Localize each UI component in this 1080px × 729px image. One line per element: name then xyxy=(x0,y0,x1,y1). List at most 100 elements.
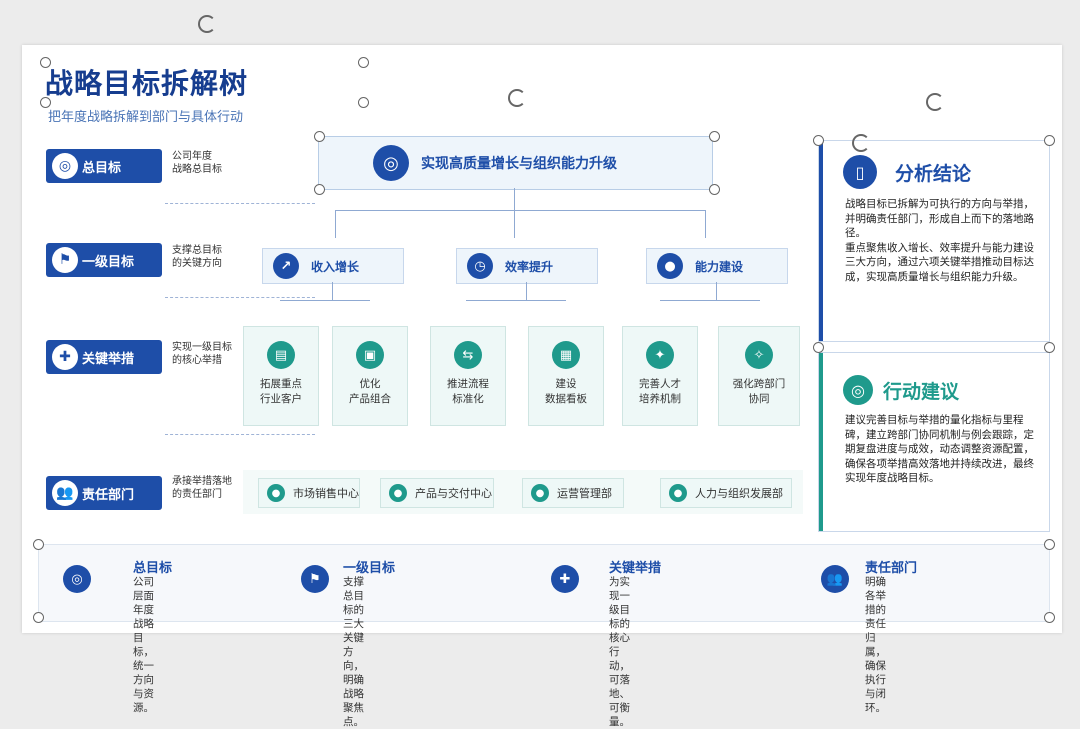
action-card[interactable]: ✦ 完善人才 培养机制 xyxy=(622,326,698,426)
action-card[interactable]: ▣ 优化 产品组合 xyxy=(332,326,408,426)
page-title[interactable]: 战略目标拆解树 xyxy=(45,67,249,100)
team-icon: 👥 xyxy=(821,565,849,593)
department-label: 运营管理部 xyxy=(557,487,612,500)
resize-handle[interactable] xyxy=(709,131,720,142)
rotate-handle[interactable] xyxy=(508,89,526,107)
rotate-handle[interactable] xyxy=(926,93,944,111)
resize-handle[interactable] xyxy=(1044,539,1055,550)
resize-handle[interactable] xyxy=(314,184,325,195)
document-icon: ▯ xyxy=(843,155,877,189)
department-label: 产品与交付中心 xyxy=(415,487,492,500)
recommendation-body: 建议完善目标与举措的量化指标与里程碑，建立跨部门协同机制与例会跟踪，定期复盘进度… xyxy=(845,414,1034,484)
legend-bar[interactable]: ◎ 总目标 公司层面年度战略目标， 统一方向与资源。 ⚑ 一级目标 支撑总目标的… xyxy=(38,544,1050,728)
legend-desc: 为实现一级目标的核心行动， 可落地、可衡量。 xyxy=(609,576,630,728)
top-goal-box[interactable]: ◎ 实现高质量增长与组织能力升级 xyxy=(318,136,713,190)
level1-capability[interactable]: ● 能力建设 xyxy=(646,248,788,284)
person-icon: ● xyxy=(657,253,683,279)
action-card[interactable]: ⇆ 推进流程 标准化 xyxy=(430,326,506,426)
connector-line xyxy=(280,300,370,301)
handshake-icon: ✧ xyxy=(745,341,773,369)
cube-icon: ▣ xyxy=(356,341,384,369)
flow-icon: ⇆ xyxy=(454,341,482,369)
resize-handle[interactable] xyxy=(813,135,824,146)
team-icon: ● xyxy=(267,484,285,502)
resize-handle[interactable] xyxy=(1044,135,1055,146)
connector-line xyxy=(466,300,566,301)
action-card[interactable]: ▦ 建设 数据看板 xyxy=(528,326,604,426)
action-card[interactable]: ▤ 拓展重点 行业客户 xyxy=(243,326,319,426)
legend-title: 责任部门 xyxy=(865,561,918,576)
action-label: 强化跨部门 协同 xyxy=(732,378,786,405)
recommendation-panel[interactable]: ◎ 行动建议 建议完善目标与举措的量化指标与里程碑，建立跨部门协同机制与例会跟踪… xyxy=(818,352,1050,532)
target-icon: ◎ xyxy=(52,153,78,179)
side-tag-label: 一级目标 xyxy=(82,254,135,270)
target-icon: ◎ xyxy=(843,375,873,405)
level1-efficiency[interactable]: ◷ 效率提升 xyxy=(456,248,598,284)
conclusion-panel[interactable]: ▯ 分析结论 战略目标已拆解为可执行的方向与举措，并明确责任部门，形成自上而下的… xyxy=(818,140,1050,342)
rotate-handle[interactable] xyxy=(198,15,216,33)
resize-handle[interactable] xyxy=(358,57,369,68)
conclusion-body: 战略目标已拆解为可执行的方向与举措，并明确责任部门，形成自上而下的落地路径。 重… xyxy=(845,198,1034,283)
legend-desc: 支撑总目标的三大关键方向， 明确战略聚焦点。 xyxy=(343,576,364,728)
resize-handle[interactable] xyxy=(358,97,369,108)
legend-desc: 公司层面年度战略目标， 统一方向与资源。 xyxy=(133,576,154,714)
action-label: 拓展重点 行业客户 xyxy=(260,378,302,405)
side-tag-departments[interactable]: 👥 责任部门 xyxy=(46,476,162,510)
connector-line xyxy=(526,282,527,300)
connector-line xyxy=(335,210,336,238)
team-icon: 👥 xyxy=(52,480,78,506)
resize-handle[interactable] xyxy=(709,184,720,195)
connector-line xyxy=(332,282,333,300)
side-tag-label: 总目标 xyxy=(82,160,122,176)
rotate-handle[interactable] xyxy=(852,134,870,152)
department-item[interactable]: ● 产品与交付中心 xyxy=(380,478,494,508)
connector-line xyxy=(514,210,515,238)
connector-line xyxy=(716,282,717,300)
team-icon: ● xyxy=(669,484,687,502)
resize-handle[interactable] xyxy=(813,342,824,353)
action-label: 推进流程 标准化 xyxy=(447,378,489,405)
trend-up-icon: ↗ xyxy=(273,253,299,279)
connector-line xyxy=(335,210,705,211)
legend-title: 一级目标 xyxy=(343,561,396,576)
top-goal-label: 实现高质量增长与组织能力升级 xyxy=(421,156,617,172)
action-label: 优化 产品组合 xyxy=(349,378,391,405)
side-note-total-goal[interactable]: 公司年度 战略总目标 xyxy=(172,151,222,175)
resize-handle[interactable] xyxy=(1044,342,1055,353)
legend-title: 总目标 xyxy=(133,561,173,576)
action-card[interactable]: ✧ 强化跨部门 协同 xyxy=(718,326,800,426)
side-tag-level1[interactable]: ⚑ 一级目标 xyxy=(46,243,162,277)
side-note-departments[interactable]: 承接举措落地 的责任部门 xyxy=(172,476,232,500)
department-label: 市场销售中心 xyxy=(293,487,359,500)
side-tag-total-goal[interactable]: ◎ 总目标 xyxy=(46,149,162,183)
department-item[interactable]: ● 市场销售中心 xyxy=(258,478,360,508)
department-item[interactable]: ● 运营管理部 xyxy=(522,478,624,508)
level1-label: 收入增长 xyxy=(311,259,360,274)
side-tag-key-actions[interactable]: ✚ 关键举措 xyxy=(46,340,162,374)
dashed-separator xyxy=(165,434,315,435)
clock-icon: ◷ xyxy=(467,253,493,279)
dashed-separator xyxy=(165,203,315,204)
chart-icon: ▤ xyxy=(267,341,295,369)
page-subtitle[interactable]: 把年度战略拆解到部门与具体行动 xyxy=(48,110,244,125)
resize-handle[interactable] xyxy=(40,97,51,108)
resize-handle[interactable] xyxy=(33,539,44,550)
target-icon: ◎ xyxy=(373,145,409,181)
side-note-key-actions[interactable]: 实现一级目标 的核心举措 xyxy=(172,342,232,366)
graduation-icon: ✦ xyxy=(646,341,674,369)
resize-handle[interactable] xyxy=(33,612,44,623)
conclusion-title: 分析结论 xyxy=(895,162,972,185)
flag-icon: ⚑ xyxy=(301,565,329,593)
legend-title: 关键举措 xyxy=(609,561,662,576)
resize-handle[interactable] xyxy=(40,57,51,68)
department-item[interactable]: ● 人力与组织发展部 xyxy=(660,478,792,508)
resize-handle[interactable] xyxy=(1044,612,1055,623)
side-note-level1[interactable]: 支撑总目标 的关键方向 xyxy=(172,245,222,269)
team-icon: ● xyxy=(389,484,407,502)
action-label: 建设 数据看板 xyxy=(545,378,587,405)
level1-revenue-growth[interactable]: ↗ 收入增长 xyxy=(262,248,404,284)
legend-desc: 明确各举措的责任归属， 确保执行与闭环。 xyxy=(865,576,886,714)
connector-line xyxy=(705,210,706,238)
target-icon: ◎ xyxy=(63,565,91,593)
resize-handle[interactable] xyxy=(314,131,325,142)
